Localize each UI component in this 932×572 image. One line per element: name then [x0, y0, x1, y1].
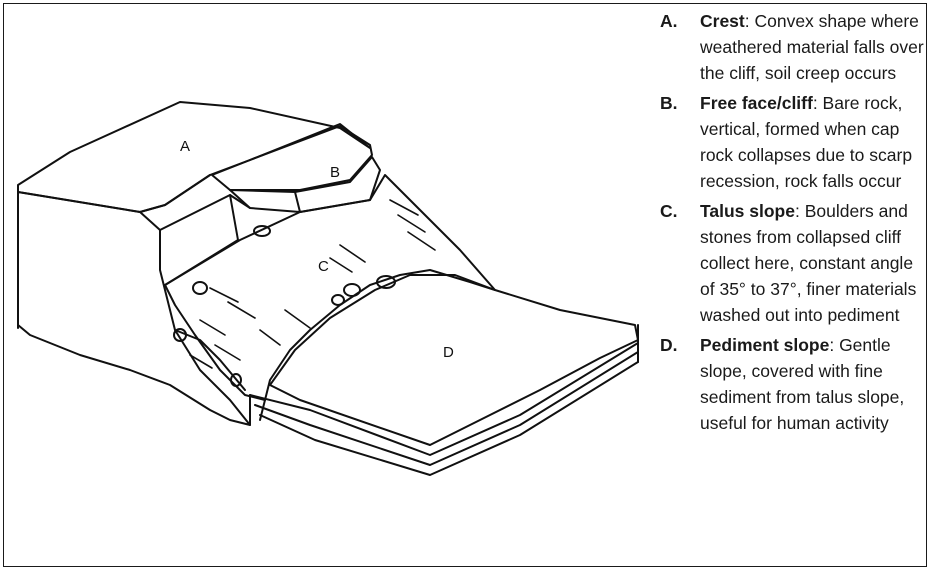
legend-key: A. — [660, 8, 700, 34]
legend-text: Free face/cliff: Bare rock, vertical, fo… — [700, 90, 926, 194]
legend-key: C. — [660, 198, 700, 224]
label-a: A — [180, 138, 190, 155]
legend-item-crest: A. Crest: Convex shape where weathered m… — [660, 8, 926, 86]
slope-diagram: A B C D — [0, 0, 650, 572]
crest-front-face — [18, 192, 250, 425]
label-b: B — [330, 164, 340, 181]
boulder — [254, 226, 270, 236]
cliff-block-top — [212, 126, 372, 190]
legend-item-pediment: D. Pediment slope: Gentle slope, covered… — [660, 332, 926, 436]
legend-text: Pediment slope: Gentle slope, covered wi… — [700, 332, 926, 436]
legend-key: B. — [660, 90, 700, 116]
boulder — [193, 282, 207, 294]
boulder — [344, 284, 360, 296]
legend-key: D. — [660, 332, 700, 358]
pediment-strata-3 — [260, 362, 638, 475]
label-c: C — [318, 258, 329, 275]
crest-surface — [18, 102, 370, 212]
legend-item-talus: C. Talus slope: Boulders and stones from… — [660, 198, 926, 328]
slope-block-illustration: A B C D — [0, 0, 650, 572]
legend-term: Talus slope — [700, 201, 795, 221]
free-face — [160, 195, 238, 285]
label-d: D — [443, 344, 454, 361]
legend-text: Talus slope: Boulders and stones from co… — [700, 198, 926, 328]
legend-text: Crest: Convex shape where weathered mate… — [700, 8, 926, 86]
legend-item-free-face: B. Free face/cliff: Bare rock, vertical,… — [660, 90, 926, 194]
pediment-slope — [270, 275, 638, 445]
legend-term: Crest — [700, 11, 745, 31]
legend: A. Crest: Convex shape where weathered m… — [660, 8, 926, 440]
legend-term: Free face/cliff — [700, 93, 813, 113]
legend-term: Pediment slope — [700, 335, 829, 355]
talus-slope — [165, 175, 495, 400]
boulder — [332, 295, 344, 305]
